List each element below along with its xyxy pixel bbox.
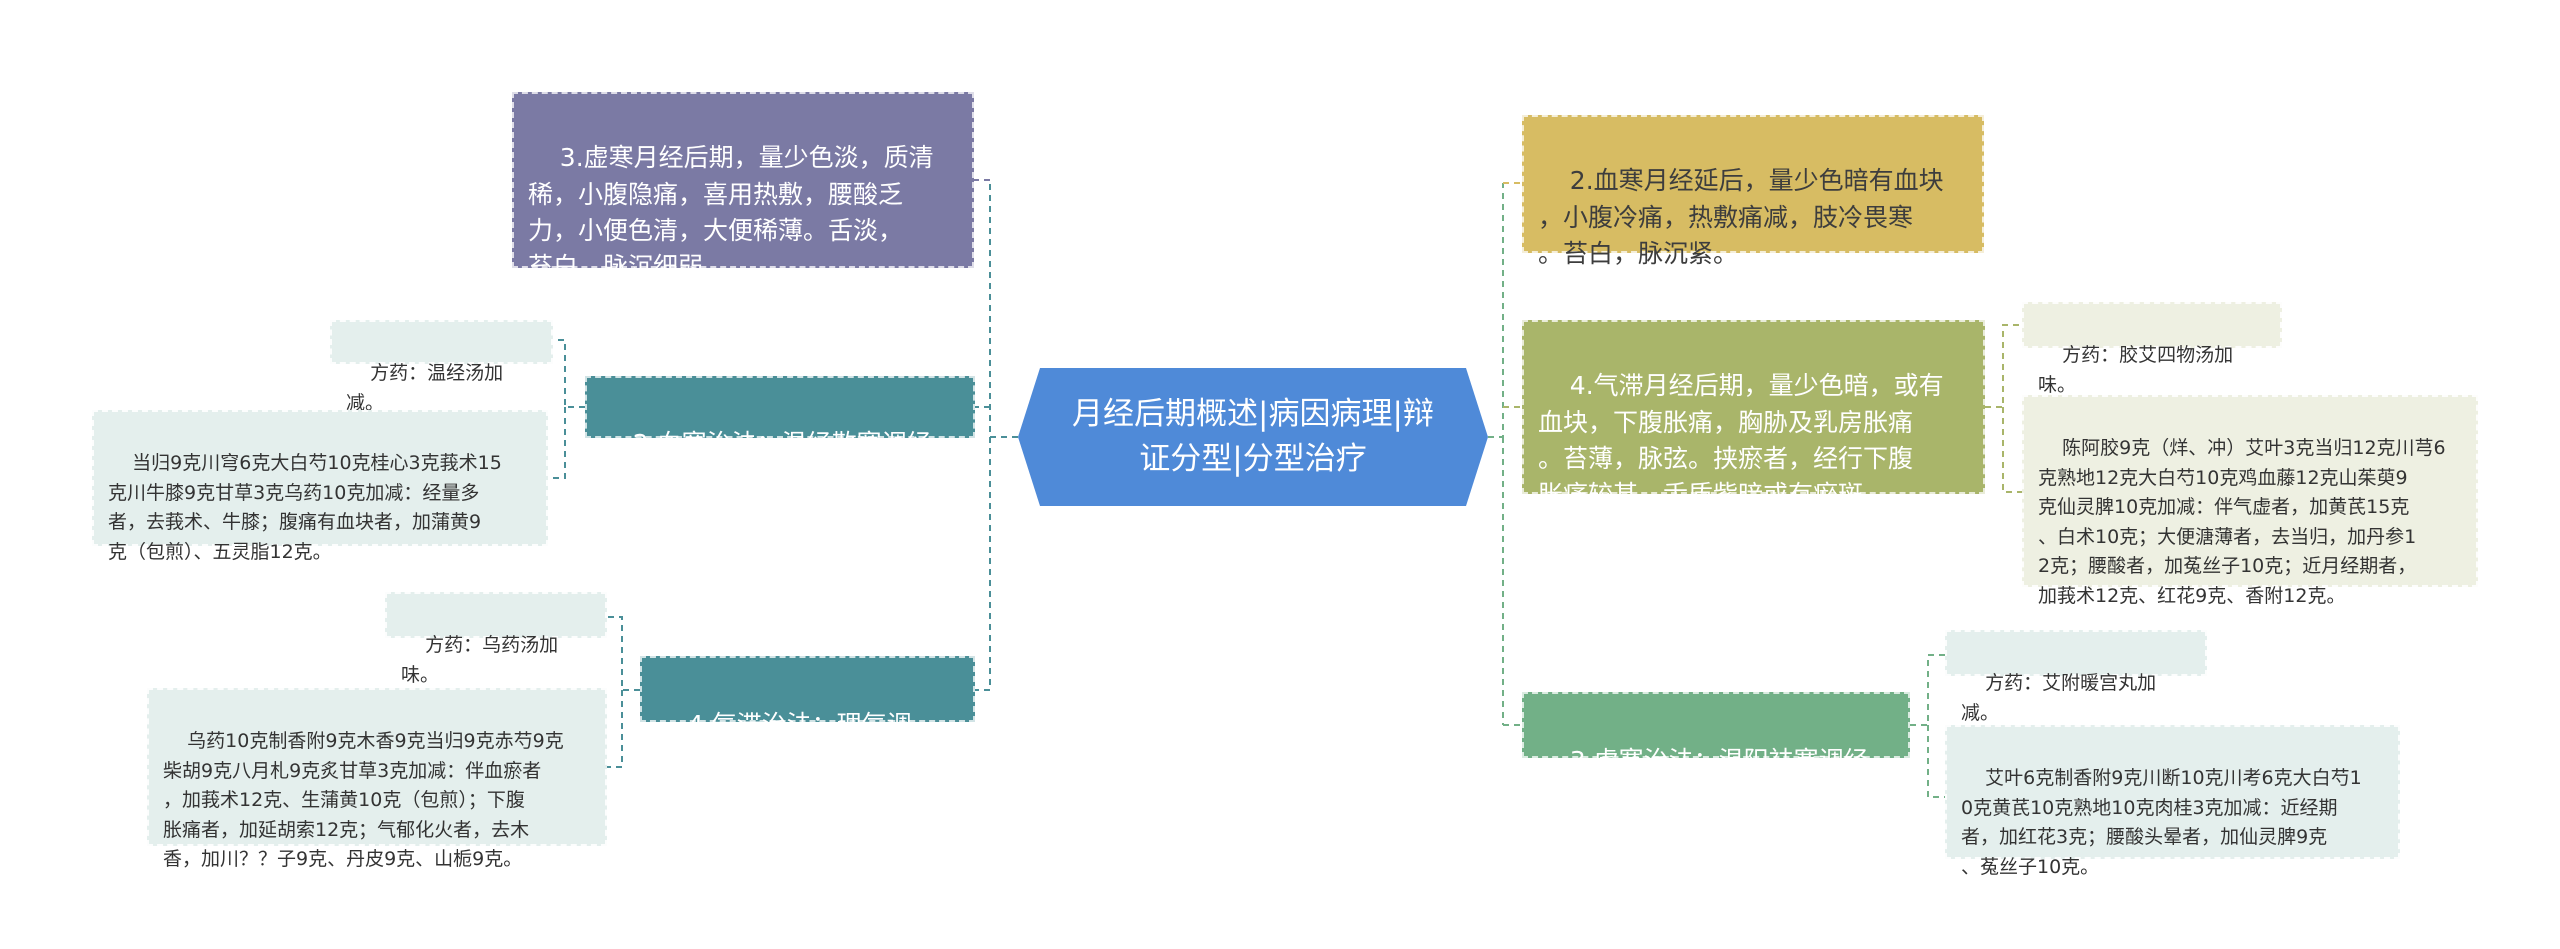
link-right-qizhi-sub	[1985, 324, 2022, 493]
right-xuhan-formula-text: 方药：艾附暖宫丸加减。	[1961, 672, 2157, 724]
left-qizhi-treat-text: 4.气滞治法：理气调经。	[656, 710, 912, 776]
right-qizhi-formula-text: 方药：胶艾四物汤加味。	[2038, 344, 2234, 396]
link-root-right-trunk	[1488, 183, 1504, 725]
left-xuehan-formula[interactable]: 方药：温经汤加减。	[330, 320, 553, 414]
right-qizhi-type-text: 4.气滞月经后期，量少色暗，或有 血块，下腹胀痛，胸胁及乳房胀痛 。苔薄，脉弦。…	[1538, 371, 1944, 509]
right-qizhi-formula[interactable]: 方药：胶艾四物汤加味。	[2022, 302, 2282, 396]
right-qizhi-detail[interactable]: 陈阿胶9克（烊、冲）艾叶3克当归12克川芎6 克熟地12克大白芍10克鸡血藤12…	[2022, 395, 2478, 607]
left-qizhi-detail[interactable]: 乌药10克制香附9克木香9克当归9克赤芍9克 柴胡9克八月札9克炙甘草3克加减：…	[147, 688, 607, 870]
left-qizhi-treat-node[interactable]: 4.气滞治法：理气调经。	[640, 656, 975, 776]
link-root-left-trunk	[989, 180, 1018, 690]
left-xuehan-detail[interactable]: 当归9克川穹6克大白芍10克桂心3克莪术15 克川牛膝9克甘草3克乌药10克加减…	[92, 410, 548, 563]
right-xuhan-formula[interactable]: 方药：艾附暖宫丸加减。	[1945, 630, 2207, 724]
left-xuehan-treat-text: 2.血寒治法：温经散寒调经。	[632, 429, 957, 459]
root-topic-text: 月经后期概述|病因病理|辩 证分型|分型治疗	[1072, 396, 1434, 477]
link-left-xuehan-sub	[548, 339, 585, 479]
root-topic[interactable]: 月经后期概述|病因病理|辩 证分型|分型治疗	[1018, 368, 1488, 506]
left-xuehan-formula-text: 方药：温经汤加减。	[346, 362, 504, 414]
right-xuehan-type-node[interactable]: 2.血寒月经延后，量少色暗有血块 ，小腹冷痛，热敷痛减，肢冷畏寒 。苔白，脉沉紧…	[1522, 115, 1984, 268]
link-right-xuhan-sub	[1910, 654, 1945, 798]
right-qizhi-type-node[interactable]: 4.气滞月经后期，量少色暗，或有 血块，下腹胀痛，胸胁及乳房胀痛 。苔薄，脉弦。…	[1522, 320, 1985, 509]
link-left-qizhi-sub	[607, 616, 640, 768]
left-qizhi-formula[interactable]: 方药：乌药汤加味。	[385, 592, 607, 686]
right-xuhan-detail-text: 艾叶6克制香附9克川断10克川考6克大白芍1 0克黄芪10克熟地10克肉桂3克加…	[1961, 767, 2362, 878]
left-xuhan-type-node[interactable]: 3.虚寒月经后期，量少色淡，质清 稀，小腹隐痛，喜用热敷，腰酸乏 力，小便色清，…	[512, 92, 974, 281]
left-qizhi-formula-text: 方药：乌药汤加味。	[401, 634, 559, 686]
right-xuehan-type-text: 2.血寒月经延后，量少色暗有血块 ，小腹冷痛，热敷痛减，肢冷畏寒 。苔白，脉沉紧…	[1538, 166, 1944, 268]
left-qizhi-detail-text: 乌药10克制香附9克木香9克当归9克赤芍9克 柴胡9克八月札9克炙甘草3克加减：…	[163, 730, 564, 871]
right-xuhan-detail[interactable]: 艾叶6克制香附9克川断10克川考6克大白芍1 0克黄芪10克熟地10克肉桂3克加…	[1945, 725, 2400, 878]
left-xuhan-type-text: 3.虚寒月经后期，量少色淡，质清 稀，小腹隐痛，喜用热敷，腰酸乏 力，小便色清，…	[528, 143, 934, 281]
right-xuhan-treat-node[interactable]: 3.虚寒治法：温阳祛寒调经。	[1522, 692, 1910, 775]
right-xuhan-treat-text: 3.虚寒治法：温阳祛寒调经。	[1569, 746, 1894, 776]
left-xuehan-detail-text: 当归9克川穹6克大白芍10克桂心3克莪术15 克川牛膝9克甘草3克乌药10克加减…	[108, 452, 502, 563]
right-qizhi-detail-text: 陈阿胶9克（烊、冲）艾叶3克当归12克川芎6 克熟地12克大白芍10克鸡血藤12…	[2038, 437, 2446, 607]
left-xuehan-treat-node[interactable]: 2.血寒治法：温经散寒调经。	[585, 376, 975, 458]
